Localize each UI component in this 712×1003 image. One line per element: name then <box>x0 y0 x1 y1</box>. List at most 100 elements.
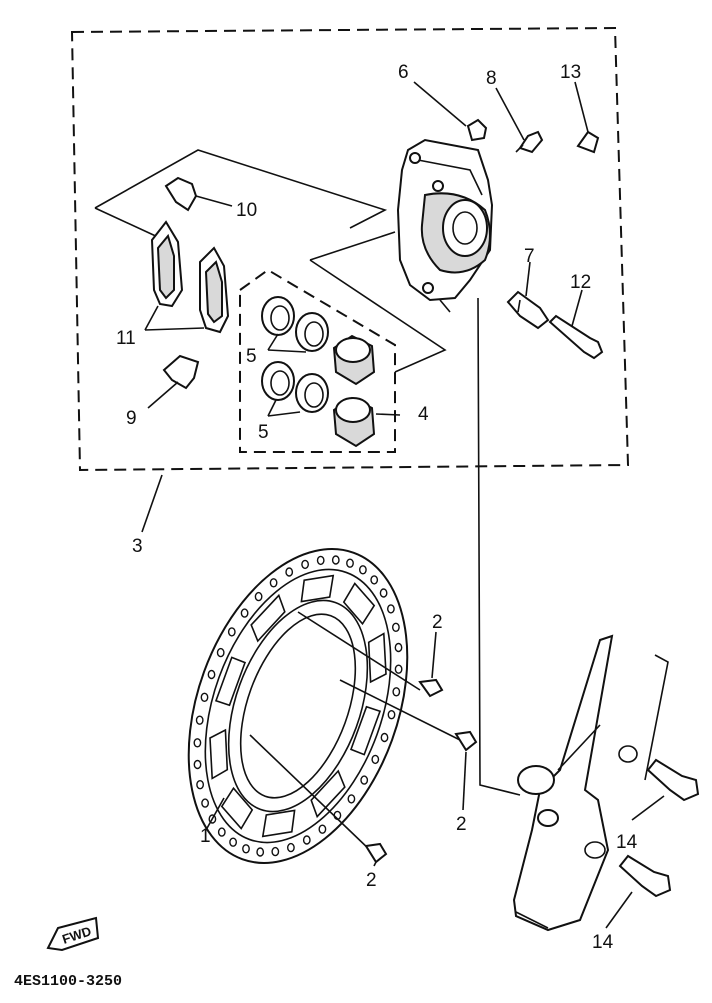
callout-10: 10 <box>236 200 257 221</box>
disc-hole <box>229 837 238 847</box>
disc-window <box>349 705 382 756</box>
caliper-mount-line <box>477 297 521 796</box>
disc-window <box>220 786 254 830</box>
brake-caliper <box>396 138 494 313</box>
disc-window <box>261 809 296 838</box>
callout-2-lower: 2 <box>366 870 377 891</box>
callout-9: 9 <box>126 408 137 429</box>
disc-hole <box>379 588 388 598</box>
disc-window <box>342 582 376 626</box>
piston-seal-lower <box>261 361 329 413</box>
callout-7: 7 <box>524 246 535 267</box>
diagram-code: 4ES1100-3250 <box>14 973 122 990</box>
disc-hole <box>392 687 401 697</box>
disc-hole <box>316 555 325 566</box>
caliper-assembly-boundary <box>70 26 630 472</box>
disc-bolt-line-2 <box>339 679 461 741</box>
disc-window <box>300 574 335 603</box>
callout-leaders <box>141 81 665 929</box>
disc-bolt-3 <box>364 842 388 864</box>
callout-2-upper: 2 <box>432 612 443 633</box>
callout-1: 1 <box>200 826 211 847</box>
disc-window <box>209 728 229 780</box>
caliper-pin <box>506 290 550 330</box>
disc-hole <box>256 847 265 857</box>
disc-hole <box>386 604 395 614</box>
callout-5-lower: 5 <box>258 422 269 443</box>
disc-hole <box>331 555 340 565</box>
callout-6: 6 <box>398 62 409 83</box>
callout-13: 13 <box>560 62 581 83</box>
disc-hole <box>242 844 250 854</box>
disc-hole <box>207 669 216 680</box>
disc-hole <box>286 842 295 853</box>
disc-hole <box>371 754 380 765</box>
disc-bolt-2 <box>454 730 478 752</box>
disc-hole <box>285 567 294 577</box>
callout-12: 12 <box>570 272 591 293</box>
pad-pin-plug <box>576 130 600 154</box>
caliper-bolt <box>548 314 604 360</box>
disc-hole <box>201 798 210 808</box>
callout-14-lower: 14 <box>592 932 614 953</box>
disc-window <box>367 632 387 684</box>
fork-bolt-upper <box>646 758 700 802</box>
pad-clip-lower <box>162 354 200 390</box>
caliper-outline-lower <box>309 259 447 373</box>
disc-hole <box>240 608 249 618</box>
disc-hole <box>391 622 400 632</box>
fork-bolt-lower <box>618 854 672 898</box>
disc-bolt-line-3 <box>249 734 373 853</box>
brake-pad-right <box>199 246 230 334</box>
callout-3: 3 <box>132 536 143 557</box>
piston-lower <box>332 396 376 448</box>
disc-hole <box>358 565 367 575</box>
callout-5-upper: 5 <box>246 346 257 367</box>
callout-4: 4 <box>418 404 429 425</box>
brake-pad-left <box>150 220 184 308</box>
disc-hole <box>193 738 202 748</box>
callout-2-right: 2 <box>456 814 467 835</box>
disc-hole <box>347 794 356 804</box>
front-fork-leg <box>512 634 669 932</box>
piston-seal-upper <box>261 296 329 352</box>
disc-hole <box>380 732 389 743</box>
disc-hole <box>196 780 205 790</box>
disc-hole <box>254 591 263 602</box>
seal-kit-boundary <box>239 268 396 453</box>
disc-hole <box>200 692 209 702</box>
disc-hole <box>271 846 280 857</box>
callout-14-upper: 14 <box>616 832 638 853</box>
disc-hole <box>269 578 278 588</box>
bleed-screw <box>515 130 544 154</box>
disc-hole <box>227 627 236 637</box>
fwd-arrow-icon: FWD <box>46 916 100 952</box>
disc-hole <box>195 715 204 725</box>
disc-hole <box>360 775 369 785</box>
disc-hole <box>394 664 403 674</box>
disc-hole <box>394 642 403 653</box>
pad-kit-outline-lower <box>94 207 161 239</box>
caliper-outline <box>309 231 396 261</box>
brake-disc <box>187 548 409 864</box>
disc-hole <box>346 558 354 568</box>
disc-hole <box>193 759 202 770</box>
piston-upper <box>332 334 376 386</box>
disc-hole <box>217 827 226 837</box>
callout-8: 8 <box>486 68 497 89</box>
disc-hole <box>302 835 311 845</box>
disc-window <box>310 769 346 819</box>
disc-bolt-line-1 <box>297 611 421 691</box>
disc-window <box>250 593 286 643</box>
bleed-cap <box>466 118 488 142</box>
disc-bolt-1 <box>418 678 444 698</box>
disc-hole <box>387 710 396 720</box>
disc-hole <box>318 824 327 834</box>
pad-clip-upper <box>164 176 198 212</box>
disc-hole <box>301 559 309 570</box>
disc-hole <box>216 647 225 658</box>
pad-kit-outline <box>94 149 388 229</box>
callout-11: 11 <box>116 328 136 349</box>
